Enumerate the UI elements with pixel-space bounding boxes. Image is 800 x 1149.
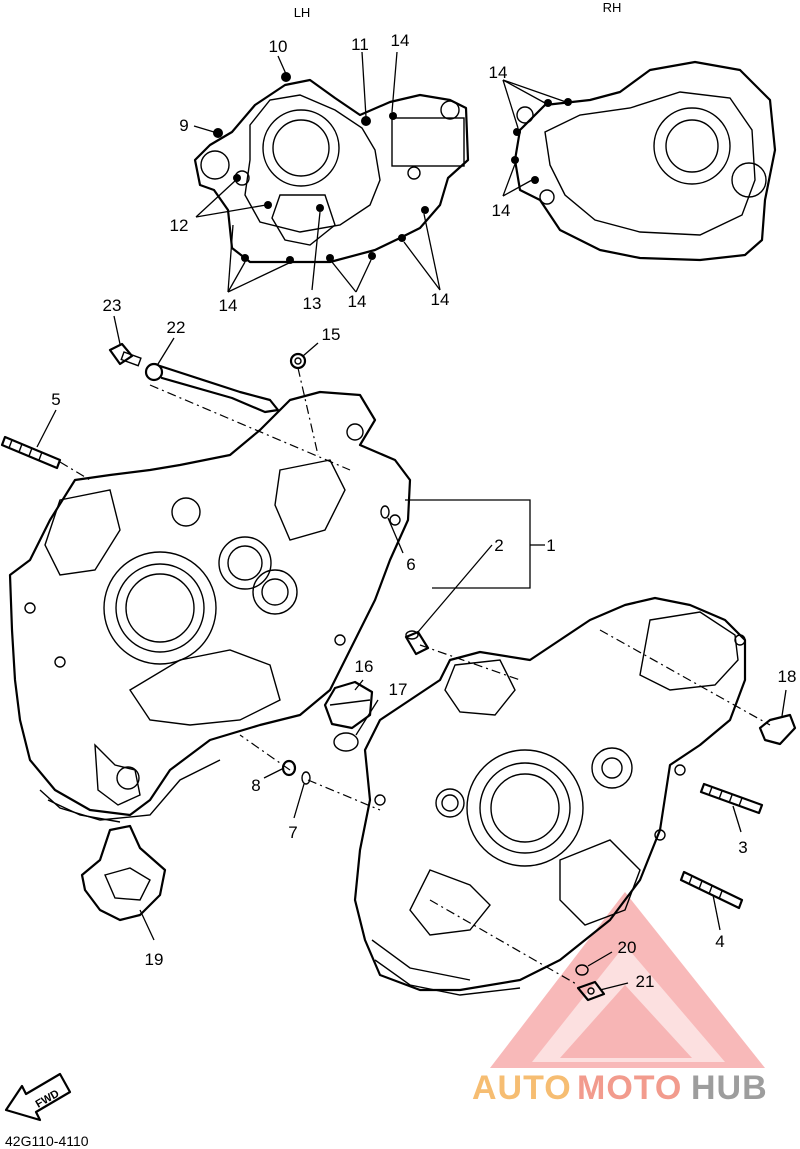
callout-2: 2 xyxy=(494,536,503,555)
stud-bolt-4 xyxy=(679,870,744,910)
callout-18: 18 xyxy=(778,667,797,686)
callout-15: 15 xyxy=(322,325,341,344)
callout-14-top: 14 xyxy=(391,31,410,50)
watermark-text-auto: AUTO xyxy=(472,1069,572,1107)
oil-pipe-22 xyxy=(144,362,280,414)
callout-8: 8 xyxy=(251,776,260,795)
callout-14-rh-bottom: 14 xyxy=(492,201,511,220)
bolt-23 xyxy=(108,342,142,367)
watermark-text-hub: HUB xyxy=(691,1069,768,1107)
callout-14-lh-left: 14 xyxy=(219,296,238,315)
fwd-arrow-icon: FWD xyxy=(4,1072,72,1122)
callout-14-lh-mid: 14 xyxy=(348,292,367,311)
dowel-pin-2 xyxy=(404,630,430,656)
callout-16: 16 xyxy=(355,657,374,676)
oring-7 xyxy=(301,771,311,785)
watermark-text-moto: MOTO xyxy=(577,1069,682,1107)
callout-3: 3 xyxy=(738,838,747,857)
callout-22: 22 xyxy=(167,318,186,337)
clip-18 xyxy=(758,713,797,746)
callout-10: 10 xyxy=(269,37,288,56)
plug-16 xyxy=(323,680,374,730)
right-crankcase-half xyxy=(353,596,747,996)
stud-bolt-5 xyxy=(0,435,62,470)
callout-12: 12 xyxy=(170,216,189,235)
lh-crankcase-gasket xyxy=(193,72,470,264)
callout-21: 21 xyxy=(636,972,655,991)
oring-20 xyxy=(575,964,589,976)
callout-numbers: 10 11 14 9 12 14 13 14 14 14 14 23 22 15… xyxy=(51,31,796,991)
dowel-8 xyxy=(281,759,297,777)
nut-21 xyxy=(576,980,606,1002)
callout-20: 20 xyxy=(618,938,637,957)
watermark-logo: AUTO MOTO HUB xyxy=(472,892,768,1107)
rh-leader-lines xyxy=(502,79,567,197)
fwd-label: FWD xyxy=(34,1088,62,1111)
callout-17: 17 xyxy=(389,680,408,699)
oring-6 xyxy=(380,505,390,519)
watermark-triangle xyxy=(490,892,765,1068)
stud-bolt-3 xyxy=(699,782,764,815)
part-code: 42G110-4110 xyxy=(5,1133,89,1149)
callout-14-lh-right: 14 xyxy=(431,290,450,309)
callout-13: 13 xyxy=(303,294,322,313)
left-crankcase-half xyxy=(8,390,412,823)
lh-label: LH xyxy=(294,5,311,20)
oring-17 xyxy=(333,732,359,752)
rh-crankcase-gasket xyxy=(511,60,777,262)
callout-7: 7 xyxy=(288,823,297,842)
lh-leader-lines xyxy=(193,51,441,293)
assembly-lines xyxy=(59,367,771,986)
dowel-15 xyxy=(289,352,307,370)
rh-label: RH xyxy=(603,0,622,15)
callout-4: 4 xyxy=(715,932,724,951)
callout-14-rh-top: 14 xyxy=(489,63,508,82)
callout-6: 6 xyxy=(406,555,415,574)
main-leader-lines xyxy=(36,315,787,991)
callout-1: 1 xyxy=(546,536,555,555)
callout-19: 19 xyxy=(145,950,164,969)
callout-11: 11 xyxy=(351,35,369,54)
callout-23: 23 xyxy=(103,296,122,315)
cover-19 xyxy=(80,824,167,922)
callout-5: 5 xyxy=(51,390,60,409)
callout-9: 9 xyxy=(179,116,188,135)
